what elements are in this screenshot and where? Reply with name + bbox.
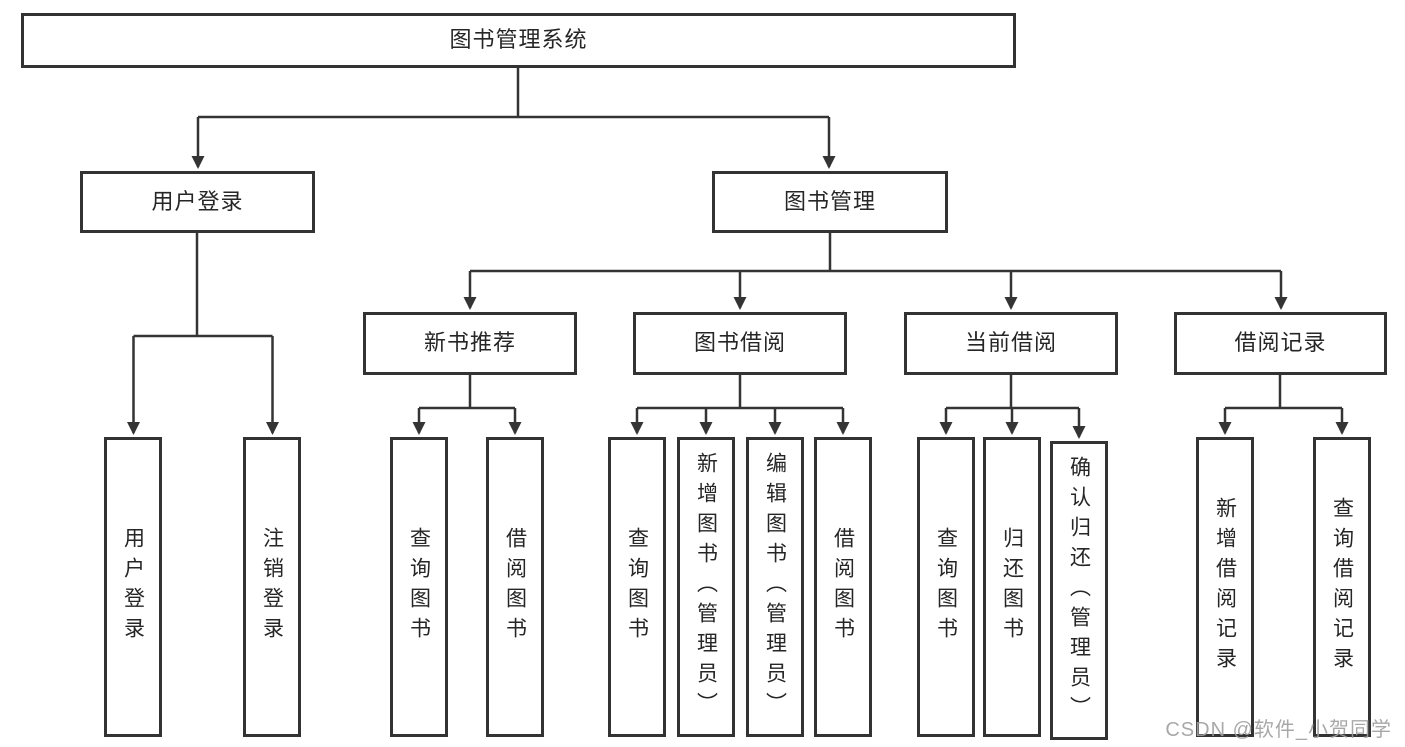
- node-borrow-borrow-books: 借阅图书: [814, 437, 872, 737]
- node-new-book-recommendation: 新书推荐: [363, 312, 577, 375]
- tree-arrow-lines: [127, 117, 1349, 439]
- node-add-borrow-record: 新增借阅记录: [1196, 437, 1254, 737]
- node-query-borrow-record: 查询借阅记录: [1313, 437, 1371, 737]
- node-user-login: 用户登录: [104, 437, 162, 737]
- node-logout: 注销登录: [243, 437, 301, 737]
- node-edit-books-admin: 编辑图书（管理员）: [746, 437, 804, 737]
- node-book-management: 图书管理: [712, 171, 948, 233]
- node-borrowing-records: 借阅记录: [1174, 312, 1387, 375]
- node-book-borrowing: 图书借阅: [633, 312, 847, 375]
- node-current-query-books: 查询图书: [917, 437, 975, 737]
- tree-branch-lines: [133, 68, 1342, 410]
- node-newbook-query-books: 查询图书: [390, 437, 448, 737]
- node-return-books: 归还图书: [983, 437, 1041, 737]
- node-user-login-group: 用户登录: [80, 171, 315, 233]
- node-borrow-query-books: 查询图书: [608, 437, 666, 737]
- node-current-borrowing: 当前借阅: [904, 312, 1118, 375]
- node-newbook-borrow-books: 借阅图书: [486, 437, 544, 737]
- node-add-books-admin: 新增图书（管理员）: [677, 437, 735, 737]
- node-confirm-return-admin: 确认归还（管理员）: [1050, 441, 1108, 740]
- csdn-watermark: CSDN @软件_小贺同学: [1165, 719, 1392, 741]
- node-library-management-system: 图书管理系统: [21, 13, 1016, 68]
